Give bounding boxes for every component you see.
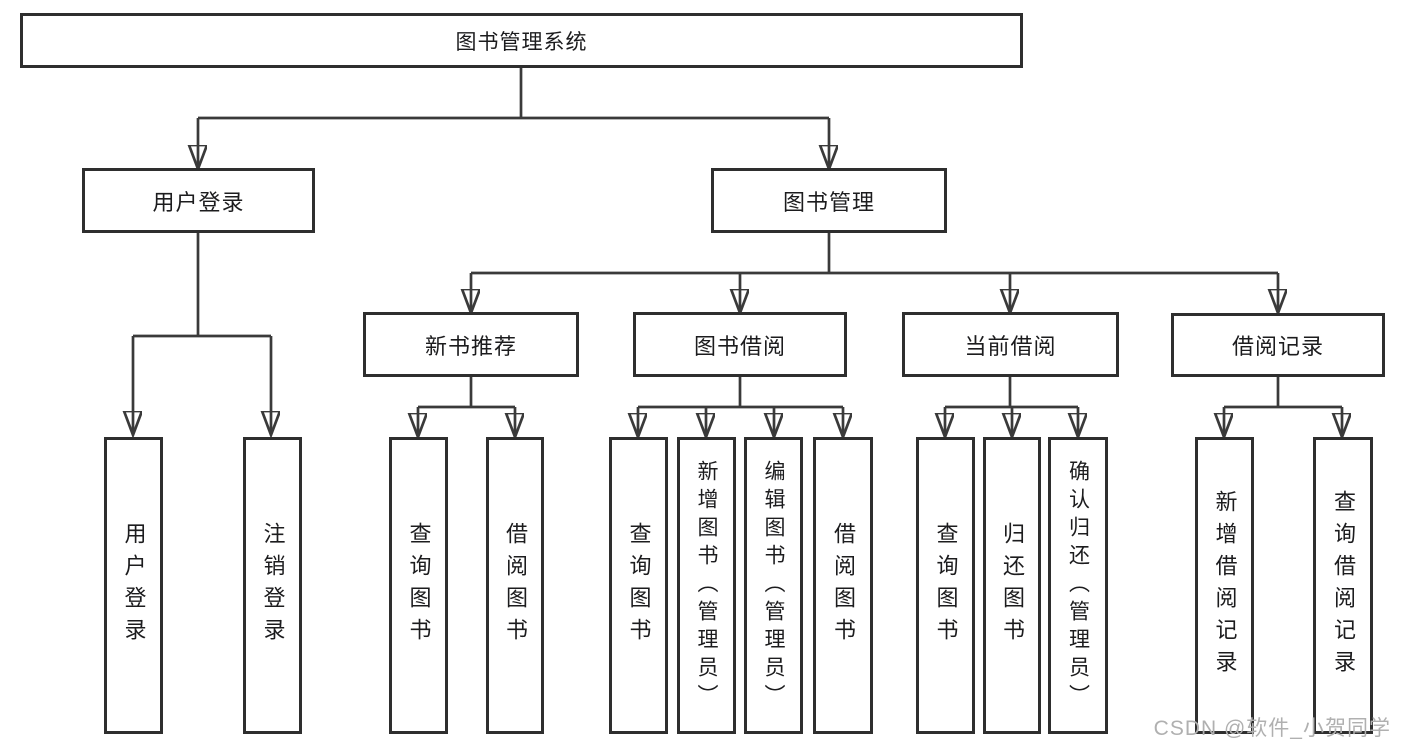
leaf-confirm-return-admin-label: 确认归还（管理员） — [1066, 459, 1090, 712]
node-book-borrowing: 图书借阅 — [633, 312, 847, 377]
leaf-query-books-recommendation-label: 查询图书 — [406, 521, 432, 650]
leaf-query-borrow-record: 查询借阅记录 — [1313, 437, 1373, 734]
leaf-logout-label: 注销登录 — [260, 521, 286, 650]
leaf-query-books-borrowing: 查询图书 — [609, 437, 668, 734]
leaf-edit-book-admin-label: 编辑图书（管理员） — [762, 459, 785, 712]
node-new-book-recommendation: 新书推荐 — [363, 312, 579, 377]
leaf-user-login: 用户登录 — [104, 437, 163, 734]
leaf-confirm-return-admin: 确认归还（管理员） — [1048, 437, 1108, 734]
node-user-login-branch: 用户登录 — [82, 168, 315, 233]
leaf-add-borrow-record: 新增借阅记录 — [1195, 437, 1254, 734]
leaf-query-books-borrowing-label: 查询图书 — [626, 521, 652, 650]
leaf-add-borrow-record-label: 新增借阅记录 — [1212, 489, 1238, 682]
leaf-query-books-current-label: 查询图书 — [933, 521, 959, 650]
node-current-borrowing: 当前借阅 — [902, 312, 1119, 377]
leaf-add-book-admin-label: 新增图书（管理员） — [695, 459, 718, 712]
leaf-return-book-label: 归还图书 — [1000, 521, 1025, 650]
leaf-return-book: 归还图书 — [983, 437, 1041, 734]
leaf-query-borrow-record-label: 查询借阅记录 — [1331, 489, 1356, 682]
leaf-user-login-label: 用户登录 — [121, 521, 147, 650]
node-root-library-management-system: 图书管理系统 — [20, 13, 1023, 68]
leaf-borrow-books-recommendation-label: 借阅图书 — [503, 521, 528, 650]
leaf-query-books-current: 查询图书 — [916, 437, 975, 734]
leaf-add-book-admin: 新增图书（管理员） — [677, 437, 736, 734]
leaf-borrow-books-borrowing-label: 借阅图书 — [831, 521, 856, 650]
leaf-logout: 注销登录 — [243, 437, 302, 734]
node-borrow-records: 借阅记录 — [1171, 313, 1385, 377]
leaf-borrow-books-recommendation: 借阅图书 — [486, 437, 544, 734]
node-book-management-branch: 图书管理 — [711, 168, 947, 233]
leaf-edit-book-admin: 编辑图书（管理员） — [744, 437, 803, 734]
leaf-borrow-books-borrowing: 借阅图书 — [813, 437, 873, 734]
leaf-query-books-recommendation: 查询图书 — [389, 437, 448, 734]
